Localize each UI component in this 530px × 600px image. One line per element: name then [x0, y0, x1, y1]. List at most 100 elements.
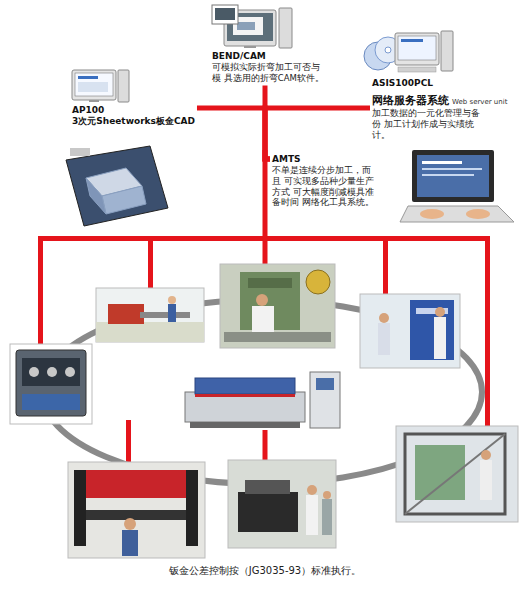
- server-computer: [398, 36, 436, 60]
- welder-photo: [65, 367, 75, 377]
- panel-saw-photo: [481, 450, 491, 460]
- cad-screen-picture: [102, 186, 146, 214]
- welder-photo: [16, 350, 86, 416]
- turret-punch-photo: [190, 422, 300, 428]
- machining-photo: [322, 499, 332, 535]
- server-computer: [401, 39, 423, 42]
- workshop-photo: [96, 288, 204, 342]
- turret-punch-photo: [185, 372, 340, 428]
- machining-photo: [228, 460, 336, 548]
- cad-screen-picture: [70, 148, 90, 156]
- machining-photo: [323, 491, 331, 499]
- press-brake-photo: [186, 470, 198, 546]
- workstation-picture: [466, 209, 490, 219]
- network-bus: [38, 236, 43, 348]
- cam-computer: [279, 8, 292, 48]
- network-bus: [126, 420, 131, 465]
- server-computer: [364, 31, 453, 72]
- punch-press-photo: [220, 264, 335, 348]
- system-name: BEND/CAM: [212, 51, 325, 62]
- machining-photo: [228, 460, 336, 548]
- workstation-picture: [420, 209, 444, 219]
- welder-photo: [10, 344, 92, 424]
- welder-photo: [22, 358, 80, 386]
- punch-press-photo: [252, 306, 274, 334]
- shear-photo: [379, 313, 389, 323]
- press-brake-photo: [68, 462, 205, 558]
- system-description: 不单是连续分步加工，而且 可实现多品种少量生产方式 可大幅度削减模具准备时间 网…: [272, 165, 378, 208]
- cad-computer: [75, 73, 113, 96]
- network-bus: [38, 150, 490, 465]
- cad-computer: [118, 70, 129, 102]
- turret-punch-photo: [185, 392, 305, 422]
- cam-computer: [244, 46, 256, 48]
- workshop-photo: [168, 296, 176, 304]
- workshop-photo: [108, 304, 144, 324]
- workstation-picture: [412, 150, 494, 202]
- shear-photo: [360, 294, 460, 368]
- workshop-photo: [96, 288, 204, 342]
- punch-press-photo: [256, 294, 268, 306]
- shear-photo: [435, 307, 445, 317]
- network-bus: [263, 430, 268, 464]
- press-brake-photo: [78, 470, 193, 498]
- system-description: 3次元Sheetworks板金CAD: [72, 116, 195, 127]
- network-line: [197, 108, 270, 159]
- server-computer: [441, 31, 453, 71]
- workstation-picture: [422, 174, 474, 176]
- workstation-picture: [400, 206, 514, 222]
- cad-screen-picture: [66, 146, 168, 226]
- cad-screen-picture: [66, 146, 168, 226]
- system-description: 网络服务器系统: [372, 94, 449, 107]
- system-name: ASIS100PCL: [372, 78, 510, 89]
- shear-photo: [410, 300, 454, 360]
- system-description: Web server unit: [452, 98, 507, 107]
- cad-screen-picture: [86, 178, 106, 214]
- shear-photo: [360, 294, 460, 368]
- system-description: 加工数据的一元化管理与备份 加工计划作成与实绩统计。: [372, 108, 485, 140]
- network-bus: [263, 150, 268, 240]
- press-brake-photo: [74, 470, 86, 546]
- welder-photo: [29, 367, 39, 377]
- welder-photo: [22, 394, 80, 410]
- panel-saw-photo: [405, 434, 505, 514]
- network-bus: [263, 236, 268, 266]
- workstation-picture: [417, 155, 489, 197]
- panel-saw-photo: [396, 426, 518, 522]
- turret-punch-photo: [310, 372, 340, 428]
- panel-saw-photo: [396, 426, 518, 522]
- workstation-picture: [400, 150, 514, 222]
- system-name: AMTS: [272, 154, 378, 165]
- network-bus: [485, 236, 490, 430]
- welder-photo: [10, 344, 92, 424]
- workshop-photo: [96, 322, 204, 342]
- cam-computer: [215, 8, 235, 20]
- shear-photo: [434, 317, 446, 359]
- system-label: AMTS不单是连续分步加工，而且 可实现多品种少量生产方式 可大幅度削减模具准备…: [270, 152, 380, 210]
- workshop-photo: [140, 312, 190, 318]
- press-brake-photo: [124, 518, 136, 530]
- cam-computer: [212, 5, 292, 48]
- turret-punch-photo: [195, 394, 295, 397]
- network-bus: [148, 236, 153, 292]
- press-brake-photo: [122, 530, 138, 556]
- press-brake-photo: [68, 462, 205, 558]
- network-bus: [383, 236, 388, 297]
- punch-press-photo: [220, 264, 335, 348]
- server-computer: [385, 47, 391, 53]
- punch-press-photo: [248, 278, 292, 288]
- workstation-picture: [422, 168, 482, 170]
- caption: 钣金公差控制按（JG3035-93）标准执行。: [0, 565, 530, 578]
- punch-press-photo: [224, 332, 331, 342]
- cad-computer: [72, 70, 116, 100]
- turret-punch-photo: [316, 378, 334, 390]
- server-computer: [398, 67, 436, 72]
- system-description: 可模拟实际折弯加工可否与模 具选用的折弯CAM软件。: [212, 62, 325, 83]
- system-label: AP1003次元Sheetworks板金CAD: [70, 103, 197, 130]
- cam-computer: [212, 5, 238, 24]
- panel-saw-photo: [405, 434, 505, 514]
- cam-computer: [237, 22, 255, 30]
- panel-saw-photo: [480, 460, 492, 500]
- machining-photo: [307, 485, 317, 495]
